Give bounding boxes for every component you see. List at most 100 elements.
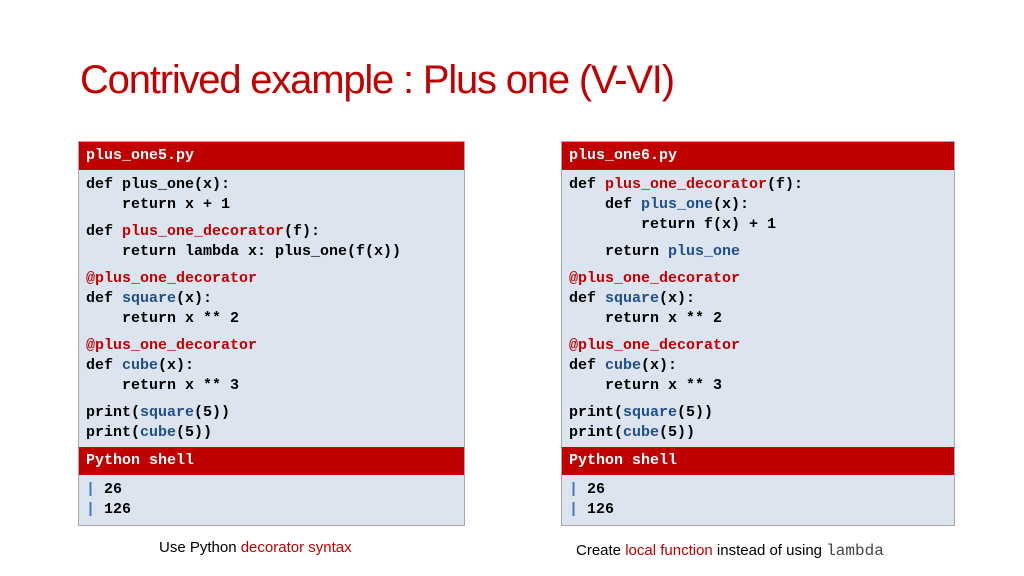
code-token: print( (569, 404, 624, 421)
shell-prompt-icon: | (569, 501, 579, 518)
code-token: return x ** 3 (569, 377, 723, 394)
code-token: @plus_one_decorator (86, 270, 258, 287)
filename-header: plus_one5.py (79, 142, 464, 170)
code-token: def (86, 290, 123, 307)
caption-text: Use Python (159, 539, 241, 556)
caption-text: instead of using (712, 542, 827, 559)
code-token: def (569, 196, 642, 213)
shell-line: | 126 (86, 500, 457, 520)
code-line: return x ** 3 (86, 376, 457, 396)
code-panel-right: plus_one6.py def plus_one_decorator(f): … (561, 141, 955, 526)
code-token: return (569, 243, 669, 260)
code-line: return x + 1 (86, 195, 457, 215)
shell-output: | 26| 126 (79, 475, 464, 525)
code-token: square (122, 290, 177, 307)
code-token: plus_one (641, 196, 714, 213)
code-token: (x): (176, 290, 213, 307)
code-token: square (140, 404, 195, 421)
code-token: cube (122, 357, 159, 374)
caption-right: Create local function instead of using l… (576, 542, 884, 560)
code-token: def (86, 223, 123, 240)
filename-header: plus_one6.py (562, 142, 954, 170)
code-line: def plus_one(x): (86, 175, 457, 195)
code-token: print( (569, 424, 624, 441)
code-token: (5)) (659, 424, 696, 441)
shell-output-value: 126 (587, 501, 615, 518)
code-token: square (623, 404, 678, 421)
code-line: def square(x): (86, 289, 457, 309)
code-line: print(square(5)) (86, 403, 457, 423)
code-line: @plus_one_decorator (569, 269, 947, 289)
shell-output: | 26| 126 (562, 475, 954, 525)
code-token: return x ** 3 (86, 377, 240, 394)
code-listing: def plus_one_decorator(f): def plus_one(… (562, 170, 954, 447)
code-token: (5)) (194, 404, 231, 421)
code-token: (5)) (176, 424, 213, 441)
code-token: def (86, 357, 123, 374)
code-token: (x): (641, 357, 678, 374)
code-line: print(cube(5)) (86, 423, 457, 443)
code-token: (x): (659, 290, 696, 307)
shell-output-value: 26 (104, 481, 123, 498)
code-line: def plus_one_decorator(f): (86, 222, 457, 242)
code-line: @plus_one_decorator (86, 336, 457, 356)
code-block: return plus_one (569, 242, 947, 262)
code-token: @plus_one_decorator (569, 337, 741, 354)
code-token: def (569, 176, 606, 193)
shell-line: | 26 (569, 480, 947, 500)
code-line: return x ** 3 (569, 376, 947, 396)
code-line: def cube(x): (86, 356, 457, 376)
code-token: (x): (713, 196, 750, 213)
code-line: return x ** 2 (86, 309, 457, 329)
code-line: @plus_one_decorator (86, 269, 457, 289)
shell-prompt-icon: | (86, 501, 96, 518)
code-token: (f): (767, 176, 804, 193)
code-token: cube (605, 357, 642, 374)
code-line: def cube(x): (569, 356, 947, 376)
shell-line: | 26 (86, 480, 457, 500)
shell-output-value: 126 (104, 501, 132, 518)
code-block: def plus_one_decorator(f): return lambda… (86, 222, 457, 262)
shell-prompt-icon: | (569, 481, 579, 498)
code-token: (5)) (677, 404, 714, 421)
code-token: return x ** 2 (86, 310, 240, 327)
shell-header: Python shell (562, 447, 954, 475)
caption-text: lambda (826, 542, 884, 560)
code-token: plus_one (668, 243, 741, 260)
code-panel-left: plus_one5.py def plus_one(x): return x +… (78, 141, 465, 526)
code-token: def (569, 290, 606, 307)
code-token: return x ** 2 (569, 310, 723, 327)
code-block: def plus_one(x): return x + 1 (86, 175, 457, 215)
code-block: def plus_one_decorator(f): def plus_one(… (569, 175, 947, 235)
code-token: cube (140, 424, 177, 441)
code-block: print(square(5))print(cube(5)) (569, 403, 947, 443)
shell-output-value: 26 (587, 481, 606, 498)
code-token: print( (86, 424, 141, 441)
code-line: return plus_one (569, 242, 947, 262)
caption-text: decorator syntax (240, 539, 352, 556)
code-line: @plus_one_decorator (569, 336, 947, 356)
code-line: return lambda x: plus_one(f(x)) (86, 242, 457, 262)
code-token: def plus_one(x): (86, 176, 231, 193)
shell-line: | 126 (569, 500, 947, 520)
code-line: def square(x): (569, 289, 947, 309)
code-token: return lambda x: plus_one(f(x)) (86, 243, 402, 260)
code-token: return x + 1 (86, 196, 231, 213)
code-token: plus_one_decorator (605, 176, 768, 193)
shell-header: Python shell (79, 447, 464, 475)
code-token: print( (86, 404, 141, 421)
code-line: print(cube(5)) (569, 423, 947, 443)
code-token: return f(x) + 1 (569, 216, 777, 233)
code-line: return x ** 2 (569, 309, 947, 329)
caption-text: Create (576, 542, 626, 559)
code-line: def plus_one(x): (569, 195, 947, 215)
code-token: plus_one_decorator (122, 223, 285, 240)
code-line: def plus_one_decorator(f): (569, 175, 947, 195)
code-line: print(square(5)) (569, 403, 947, 423)
caption-text: local function (625, 542, 713, 559)
